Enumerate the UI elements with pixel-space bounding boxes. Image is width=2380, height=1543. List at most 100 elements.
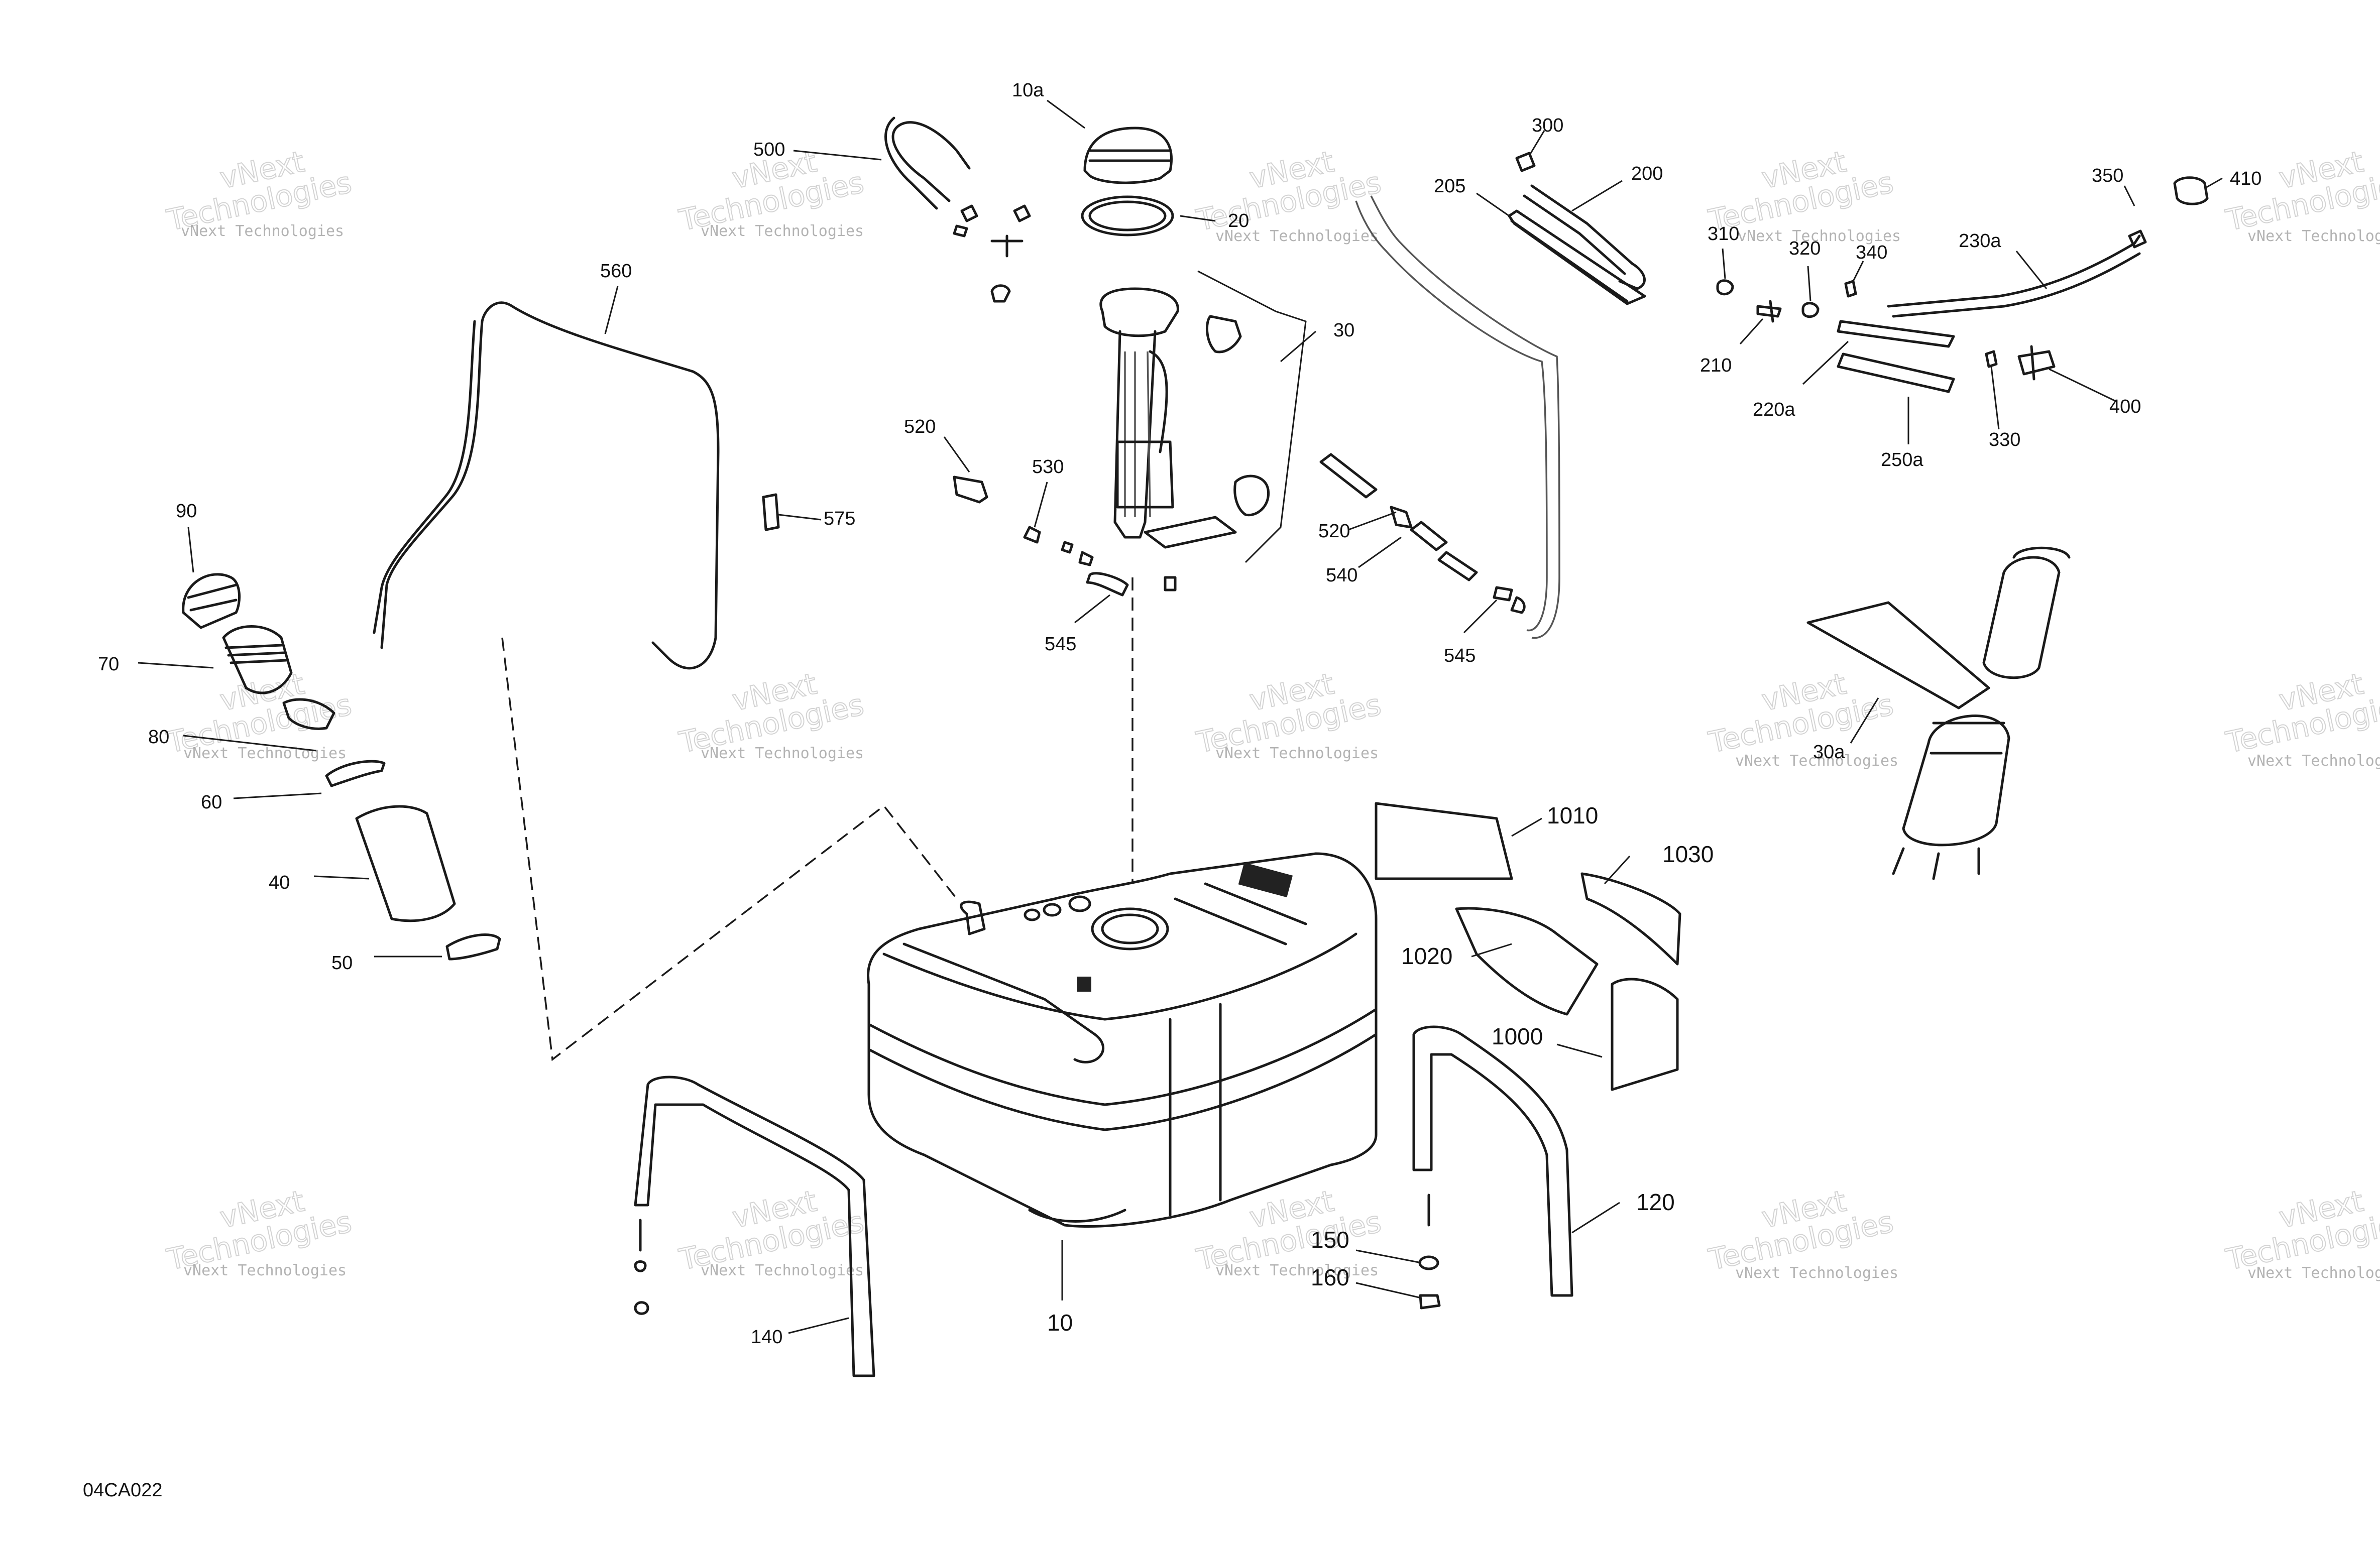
locking-ring-10a	[1083, 127, 1173, 184]
callout-205: 205	[1434, 176, 1465, 197]
callout-20: 20	[1228, 210, 1249, 231]
ring-80	[282, 698, 335, 730]
filler-neck-70	[222, 625, 293, 694]
watermark-text: vNext Technologies	[701, 222, 864, 240]
watermark-text: vNext Technologies	[1215, 227, 1379, 245]
watermark-text: vNext Technologies	[2247, 1264, 2380, 1282]
clip-300	[1515, 152, 1536, 172]
hose-230a	[1887, 234, 2141, 318]
watermark-text: vNext Technologies	[2247, 752, 2380, 770]
callout-10a: 10a	[1012, 80, 1044, 101]
callout-330: 330	[1989, 429, 2020, 450]
callout-500: 500	[753, 139, 785, 160]
fitting-410	[2173, 176, 2209, 205]
washer-150	[1418, 1255, 1439, 1270]
watermark-text: vNext Technologies	[2247, 227, 2380, 245]
callout-50: 50	[331, 953, 353, 974]
leader-lines	[138, 99, 2223, 1334]
fuel-pump-30a	[1806, 546, 2071, 880]
heat-shield-1000	[1611, 978, 1679, 1091]
callout-10: 10	[1047, 1310, 1073, 1336]
callout-160: 160	[1311, 1264, 1349, 1290]
long-return-hose	[1355, 195, 1560, 639]
callout-30a: 30a	[1813, 742, 1845, 763]
callout-90: 90	[176, 501, 197, 522]
watermark-text: vNext Technologies	[183, 745, 347, 762]
watermark-text: vNext Technologies	[1738, 227, 1901, 245]
callout-350: 350	[2092, 165, 2123, 186]
watermark-text: vNext Technologies	[183, 1262, 347, 1279]
callout-575: 575	[824, 508, 855, 529]
heat-shield-1010	[1375, 802, 1513, 880]
filler-cap-90	[182, 573, 241, 629]
heat-shield-1030	[1580, 872, 1681, 966]
clip-330	[1985, 350, 1998, 368]
clamp-60	[325, 760, 386, 787]
hose-40	[355, 805, 456, 922]
watermark-text: vNext Technologies	[701, 745, 864, 762]
callout-1000: 1000	[1492, 1023, 1543, 1049]
callout-520-left: 520	[904, 416, 936, 437]
callout-30: 30	[1333, 320, 1354, 341]
callout-520-right: 520	[1318, 521, 1350, 542]
hose-220a	[1837, 320, 1955, 348]
hose-250a	[1837, 352, 1955, 393]
callout-80: 80	[148, 727, 169, 748]
callout-40: 40	[269, 872, 290, 893]
connector-575	[762, 493, 780, 531]
callout-530: 530	[1032, 456, 1064, 478]
fuel-pump-module-30	[1099, 270, 1307, 563]
strap-140	[634, 1076, 875, 1377]
clip-350	[2128, 229, 2147, 249]
callout-400: 400	[2109, 396, 2141, 417]
fitting-210	[1756, 300, 1782, 323]
assembly-guides	[501, 577, 1134, 1061]
watermark-text: vNext Technologies	[181, 222, 344, 240]
callout-320: 320	[1789, 238, 1821, 259]
watermark-text: vNext Technologies	[1735, 752, 1898, 770]
fitting-400	[2017, 345, 2056, 381]
strap-120	[1412, 1025, 1573, 1297]
callout-545-left: 545	[1045, 634, 1076, 655]
callout-210: 210	[1700, 355, 1732, 376]
callout-545-right: 545	[1444, 645, 1476, 666]
callout-540: 540	[1326, 565, 1357, 586]
callout-120: 120	[1636, 1189, 1675, 1215]
diagram-reference-code: 04CA022	[83, 1480, 162, 1501]
callout-300: 300	[1532, 115, 1563, 136]
watermark-text: vNext Technologies	[1215, 745, 1379, 762]
fittings-520-540-545-right	[1319, 453, 1526, 614]
callout-150: 150	[1311, 1227, 1349, 1253]
heat-shield-1020	[1455, 907, 1599, 1016]
callout-250a: 250a	[1881, 449, 1923, 470]
seal-20	[1081, 195, 1174, 236]
clamp-50	[445, 933, 501, 961]
callout-1010: 1010	[1547, 802, 1598, 828]
watermark-text: vNext Technologies	[1215, 1262, 1379, 1279]
callout-560: 560	[600, 261, 632, 282]
fittings-520-545-left	[953, 476, 1177, 597]
callout-70: 70	[98, 654, 119, 675]
callout-310: 310	[1708, 223, 1739, 245]
callout-1020: 1020	[1401, 943, 1452, 969]
nut-160	[1419, 1294, 1441, 1310]
callout-410: 410	[2230, 168, 2261, 189]
vent-hose-560	[373, 301, 720, 670]
callout-340: 340	[1856, 242, 1887, 263]
watermark-text: vNext Technologies	[701, 1262, 864, 1279]
callout-200: 200	[1631, 163, 1663, 184]
callout-230a: 230a	[1959, 230, 2001, 252]
hose-205	[1508, 209, 1646, 305]
watermark-text: vNext Technologies	[1735, 1264, 1898, 1282]
small-fittings-top	[953, 204, 1031, 303]
fuel-tank	[867, 852, 1378, 1228]
callout-220a: 220a	[1753, 399, 1795, 420]
hose-200	[1523, 184, 1646, 290]
callout-60: 60	[201, 792, 222, 813]
callout-140: 140	[751, 1327, 782, 1348]
filler-guide-line	[501, 637, 958, 1061]
callout-1030: 1030	[1662, 841, 1714, 867]
clamps-310-320-340	[1716, 279, 1857, 318]
callout-labels: 10a 500 20 560 30 300 200 205 310 320 34…	[98, 80, 2261, 1348]
